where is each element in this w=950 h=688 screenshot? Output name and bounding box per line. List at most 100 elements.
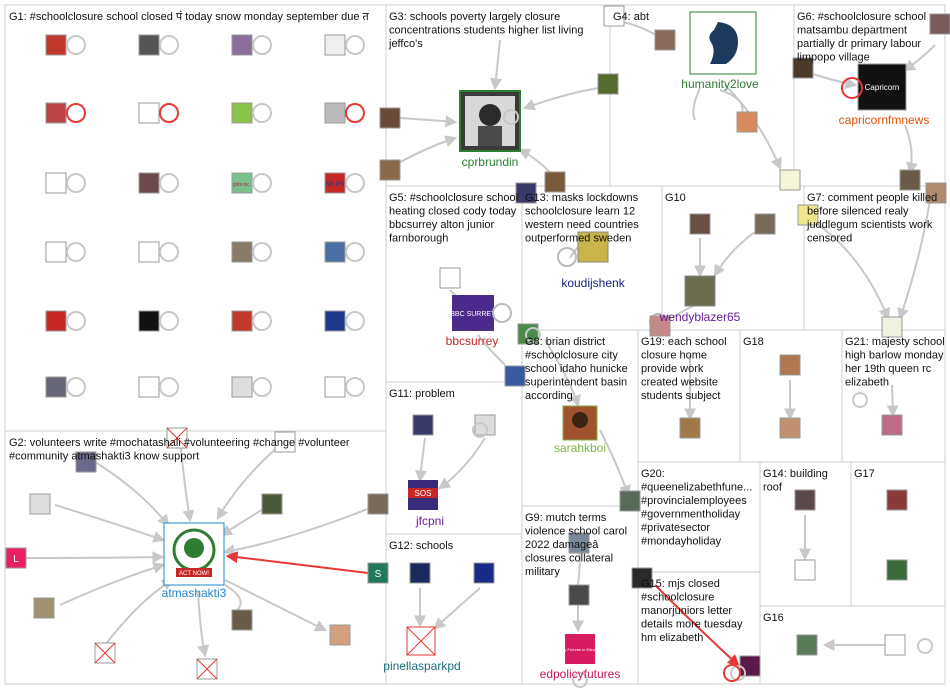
graph-node[interactable] <box>231 609 253 631</box>
graph-node[interactable] <box>597 73 619 95</box>
g1-node[interactable] <box>45 241 86 263</box>
node-cprbrundin[interactable] <box>459 90 521 152</box>
g1-node[interactable] <box>45 102 86 124</box>
graph-node[interactable] <box>261 493 283 515</box>
graph-node[interactable] <box>329 624 351 646</box>
g1-node[interactable] <box>231 34 272 56</box>
graph-node[interactable] <box>619 490 641 512</box>
g1-node[interactable] <box>324 102 365 124</box>
g1-node[interactable] <box>231 172 272 194</box>
node-jfcpni[interactable]: SOS <box>408 480 438 510</box>
graph-node[interactable] <box>367 562 389 584</box>
g1-node[interactable] <box>231 376 272 398</box>
g1-node[interactable] <box>138 34 179 56</box>
graph-node[interactable] <box>779 417 801 439</box>
graph-node[interactable] <box>515 182 537 204</box>
g1-node[interactable] <box>138 172 179 194</box>
node-capricornfmnews[interactable]: Capricorn <box>841 63 907 111</box>
graph-node[interactable] <box>689 213 711 235</box>
graph-node[interactable] <box>881 316 903 338</box>
node-label-sarahkboi: sarahkboi <box>554 441 606 455</box>
g1-node[interactable] <box>324 376 365 398</box>
graph-node[interactable] <box>739 655 761 677</box>
group-label-g4: G4: abt <box>613 11 649 23</box>
graph-node[interactable] <box>5 547 27 569</box>
node-bbcsurrey[interactable]: BBC SURREY <box>450 295 512 331</box>
node-atmashakti3[interactable]: ACT NOW! <box>163 522 225 586</box>
graph-node[interactable] <box>899 169 921 191</box>
graph-node[interactable] <box>779 354 801 376</box>
graph-node[interactable] <box>794 559 816 581</box>
edge <box>222 507 371 557</box>
group-box-g11 <box>385 381 523 535</box>
node-koudijshenk[interactable] <box>557 231 609 267</box>
node-label-cprbrundin: cprbrundin <box>462 155 519 169</box>
graph-node[interactable] <box>603 5 625 27</box>
graph-node[interactable] <box>33 597 55 619</box>
edge <box>904 124 918 175</box>
graph-node[interactable] <box>886 559 908 581</box>
graph-node[interactable] <box>792 57 814 79</box>
graph-node[interactable] <box>929 13 950 35</box>
graph-node[interactable] <box>779 169 801 191</box>
graph-node[interactable] <box>439 267 461 289</box>
g1-node[interactable] <box>231 310 272 332</box>
graph-node[interactable] <box>379 107 401 129</box>
g1-node[interactable] <box>138 376 179 398</box>
graph-node[interactable] <box>568 584 590 606</box>
edge <box>897 199 931 321</box>
hub-nodes: Capricorn BBC SURREY SOS <box>163 11 907 664</box>
graph-node[interactable] <box>649 315 671 337</box>
graph-node[interactable] <box>925 182 947 204</box>
node-edpolicyfutures[interactable]: Policy Futures in Education <box>556 634 604 664</box>
group-box-g16 <box>759 605 946 685</box>
g1-node[interactable] <box>324 34 365 56</box>
node-pinellasparkpd[interactable] <box>406 626 436 656</box>
graph-node[interactable] <box>504 365 526 387</box>
graph-node[interactable] <box>409 562 431 584</box>
group-label-g18: G18 <box>743 336 764 348</box>
graph-node[interactable] <box>367 493 389 515</box>
graph-node[interactable] <box>796 634 818 656</box>
graph-node[interactable] <box>568 532 590 554</box>
graph-node[interactable] <box>29 493 51 515</box>
graph-node[interactable] <box>631 567 653 589</box>
g1-node[interactable] <box>45 172 86 194</box>
graph-node[interactable] <box>884 634 906 656</box>
g1-node[interactable] <box>324 172 365 194</box>
g1-node[interactable] <box>231 102 272 124</box>
thumb-text: ACT NOW! <box>179 571 209 577</box>
g1-node[interactable] <box>138 102 179 124</box>
edge <box>903 44 936 72</box>
g1-node[interactable] <box>138 241 179 263</box>
g1-node[interactable] <box>45 376 86 398</box>
node-sarahkboi[interactable] <box>562 405 598 441</box>
edge <box>224 579 328 632</box>
g1-node[interactable] <box>45 310 86 332</box>
graph-node[interactable] <box>797 204 819 226</box>
graph-node[interactable] <box>886 489 908 511</box>
group-box-g1 <box>4 4 387 432</box>
g1-node[interactable] <box>231 241 272 263</box>
graph-node[interactable] <box>654 29 676 51</box>
graph-node[interactable] <box>473 562 495 584</box>
graph-node[interactable] <box>679 417 701 439</box>
graph-node[interactable] <box>274 431 296 453</box>
graph-node[interactable] <box>412 414 434 436</box>
g1-node[interactable] <box>45 34 86 56</box>
graph-node[interactable] <box>754 213 776 235</box>
graph-node[interactable] <box>379 159 401 181</box>
graph-node[interactable] <box>881 414 903 436</box>
g1-node[interactable] <box>324 241 365 263</box>
graph-node[interactable] <box>794 489 816 511</box>
g1-node[interactable] <box>138 310 179 332</box>
g1-node[interactable] <box>324 310 365 332</box>
graph-node[interactable] <box>736 111 758 133</box>
node-humanity2love[interactable] <box>689 11 757 75</box>
graph-node[interactable] <box>544 171 566 193</box>
graph-node[interactable] <box>75 451 97 473</box>
